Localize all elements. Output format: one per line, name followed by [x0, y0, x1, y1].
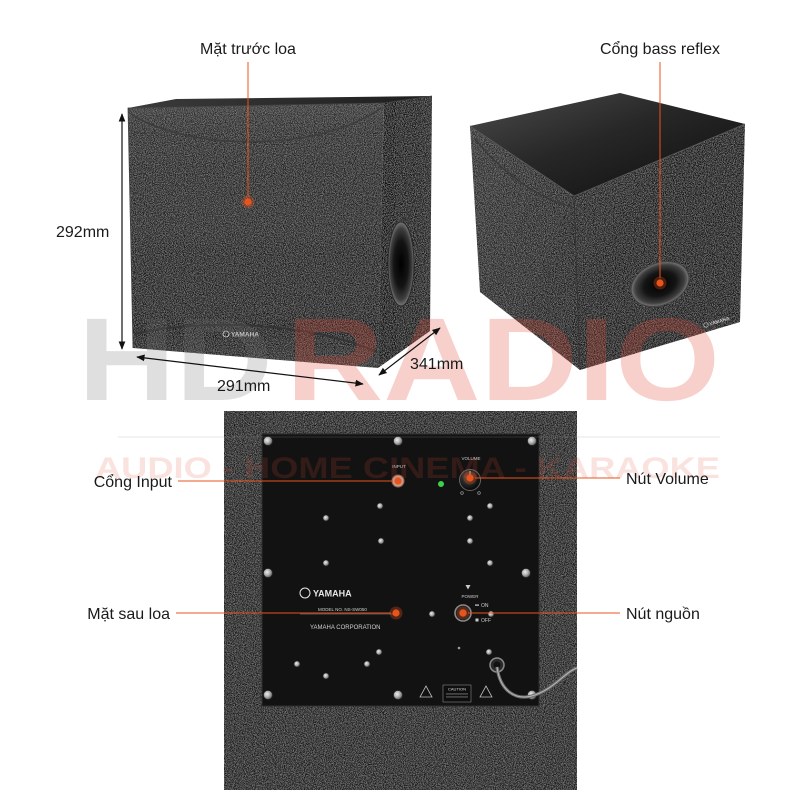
callout-dot-icon: [244, 198, 252, 206]
power-off-mark: [475, 618, 479, 622]
dimension-depth: 341mm: [378, 327, 463, 376]
front-speaker-front-baffle: [128, 103, 384, 368]
watermark-tagline: AUDIO - HOME CINEMA - KARAOKE: [95, 452, 720, 485]
panel-screw: [263, 690, 273, 700]
front-speaker-edge-highlight: [127, 95, 433, 349]
callout-rear-panel-label: Mặt sau loa: [87, 606, 170, 623]
callout-volume-label: Nút Volume: [626, 471, 709, 488]
yamaha-tuning-fork-logo-icon: [703, 322, 709, 328]
panel-caution-label: CAUTION: [448, 687, 466, 692]
callout-dot-icon: [656, 279, 664, 287]
callout-power: Nút nguồn: [456, 606, 700, 623]
power-on-mark: [475, 604, 479, 606]
panel-manufacturer: YAMAHA CORPORATION: [310, 625, 380, 631]
warning-triangle-icon: [479, 685, 493, 698]
caution-fine-print: [446, 696, 468, 698]
rear-speaker: INPUT VOLUME YAMAHA MODEL NO. NS-SW050 Y…: [224, 411, 578, 790]
dimension-arrow-icon: [378, 327, 441, 376]
yamaha-tuning-fork-logo-icon: [222, 330, 230, 338]
callout-input: Cổng Input: [94, 473, 405, 491]
panel-screw: [486, 502, 494, 510]
callout-dot-icon: [459, 609, 467, 617]
watermark-hd: HD: [78, 294, 273, 426]
dimension-width-label: 291mm: [217, 378, 270, 395]
power-cord-grommet-center: [493, 661, 501, 669]
panel-screw: [486, 559, 494, 567]
angled-speaker: YAMAHA: [469, 93, 746, 371]
callout-dot-icon: [466, 474, 474, 482]
front-baffle-upper-contour: [130, 107, 382, 143]
power-cord-highlight: [496, 666, 578, 698]
panel-screw: [263, 436, 273, 446]
angled-logo-text: YAMAHA: [709, 316, 731, 328]
dimension-height: 292mm: [56, 113, 126, 350]
panel-model-number: MODEL NO. NS-SW050: [318, 607, 367, 612]
callout-input-label: Cổng Input: [94, 473, 173, 491]
angled-speaker-top-panel: [470, 93, 745, 196]
panel-screw: [485, 648, 493, 656]
watermark: HD RADIO AUDIO - HOME CINEMA - KARAOKE: [78, 294, 720, 485]
panel-screw: [375, 648, 383, 656]
panel-screw: [363, 660, 371, 668]
panel-screw: [487, 610, 495, 618]
panel-on-label: ON: [481, 603, 489, 609]
front-baffle-lower-lip: [134, 323, 378, 353]
caution-fine-print: [446, 693, 468, 695]
angled-baffle-contour: [473, 137, 574, 208]
callout-front-face-label: Mặt trước loa: [200, 41, 296, 58]
panel-screw: [322, 559, 330, 567]
front-speaker: YAMAHA: [127, 95, 433, 368]
dimension-arrow-icon: [136, 354, 364, 387]
panel-input-label: INPUT: [392, 464, 406, 469]
panel-screw: [322, 514, 330, 522]
callout-volume: Nút Volume: [463, 471, 709, 488]
front-speaker-top-panel: [128, 96, 432, 108]
front-logo-text: YAMAHA: [231, 331, 259, 338]
panel-yamaha-logo: YAMAHA: [299, 587, 352, 599]
yamaha-tuning-fork-logo-icon: [299, 587, 311, 599]
warning-triangle-icon: [419, 685, 433, 698]
angled-speaker-front-baffle: [470, 126, 580, 370]
dimension-width: 291mm: [136, 354, 364, 395]
panel-screw: [376, 502, 384, 510]
panel-screw: [393, 690, 403, 700]
callout-dot-icon: [394, 477, 402, 485]
callout-dot-icon: [392, 609, 400, 617]
panel-screw: [428, 610, 436, 618]
panel-screw: [527, 436, 537, 446]
panel-power-label: POWER: [461, 594, 479, 599]
power-led: [438, 481, 444, 487]
panel-off-label: OFF: [481, 618, 491, 624]
angled-yamaha-logo: YAMAHA: [703, 316, 731, 328]
panel-screw: [263, 568, 273, 578]
angled-speaker-corner-edge: [573, 195, 581, 371]
callout-power-label: Nút nguồn: [626, 606, 700, 623]
dimension-depth-label: 341mm: [410, 356, 463, 373]
callout-bass-reflex: Cổng bass reflex: [600, 40, 720, 290]
panel-screw: [521, 568, 531, 578]
panel-indicator-dot: [457, 646, 461, 650]
panel-screw: [393, 436, 403, 446]
callout-bass-reflex-label: Cổng bass reflex: [600, 40, 720, 58]
panel-logo-text: YAMAHA: [313, 589, 352, 599]
front-speaker-side-port: [387, 221, 415, 307]
watermark-radio: RADIO: [286, 294, 720, 426]
panel-screw: [377, 537, 385, 545]
volume-min-mark: [460, 491, 464, 495]
volume-max-mark: [477, 491, 481, 495]
front-yamaha-logo: YAMAHA: [222, 330, 259, 338]
panel-screw: [322, 672, 330, 680]
panel-screw: [466, 514, 474, 522]
panel-volume-label: VOLUME: [461, 456, 480, 461]
panel-screw: [466, 537, 474, 545]
callout-rear-panel: Mặt sau loa: [87, 606, 403, 623]
power-arrow-icon: [465, 585, 471, 590]
dimension-height-label: 292mm: [56, 224, 109, 241]
panel-screw: [293, 660, 301, 668]
callout-front-face: Mặt trước loa: [200, 41, 296, 209]
